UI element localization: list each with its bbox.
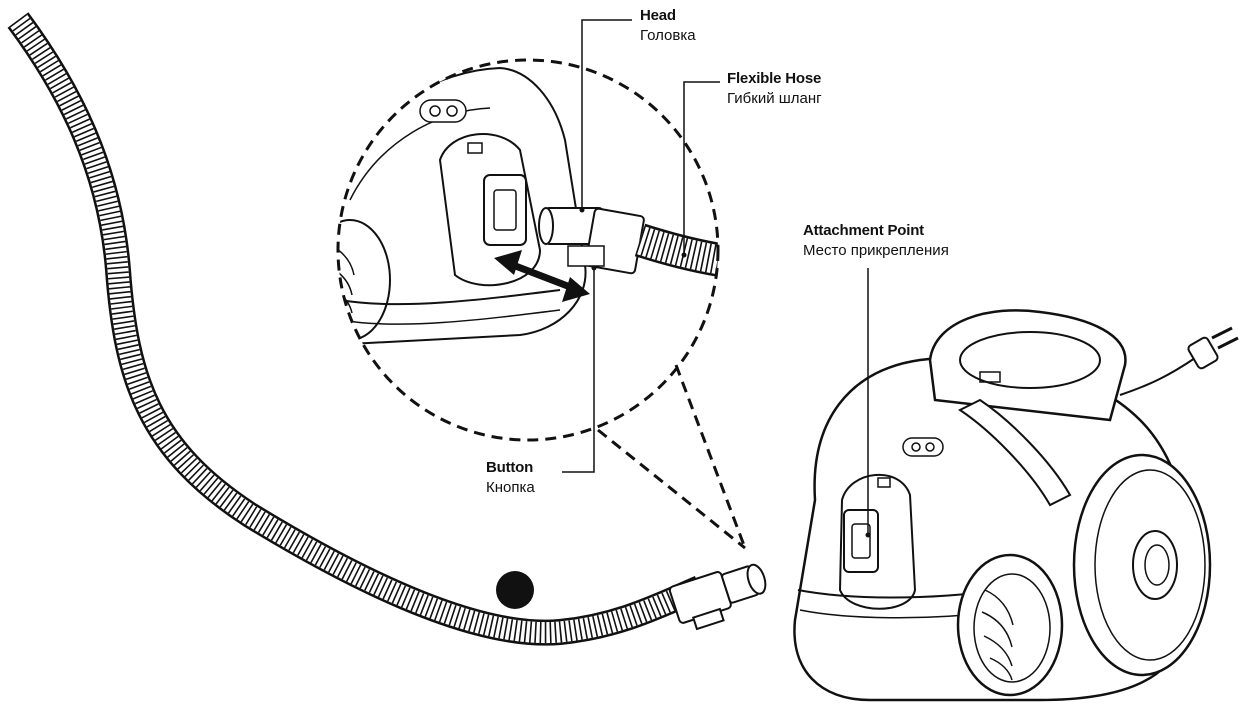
label-flexible-hose-en: Flexible Hose [727,70,822,87]
label-head-ru: Головка [640,27,696,44]
label-attachment-point-en: Attachment Point [803,222,924,239]
vacuum-cleaner-body [793,309,1239,702]
hose-end-connector [668,563,767,631]
label-head: Head Головка [640,6,696,46]
label-flexible-hose: Flexible Hose Гибкий шланг [727,69,822,109]
label-button: Button Кнопка [486,458,535,498]
label-button-en: Button [486,459,534,476]
step-dot [496,571,534,609]
label-attachment-point: Attachment Point Место прикрепления [803,221,949,261]
label-flexible-hose-ru: Гибкий шланг [727,90,822,107]
flexible-hose-long [7,12,706,646]
label-button-ru: Кнопка [486,479,535,496]
double-arrow-icon [494,250,590,302]
label-head-en: Head [640,7,676,24]
leader-lines [562,19,869,535]
leader-endpoints [579,207,871,538]
zoom-detail [336,58,747,550]
label-attachment-point-ru: Место прикрепления [803,242,949,259]
